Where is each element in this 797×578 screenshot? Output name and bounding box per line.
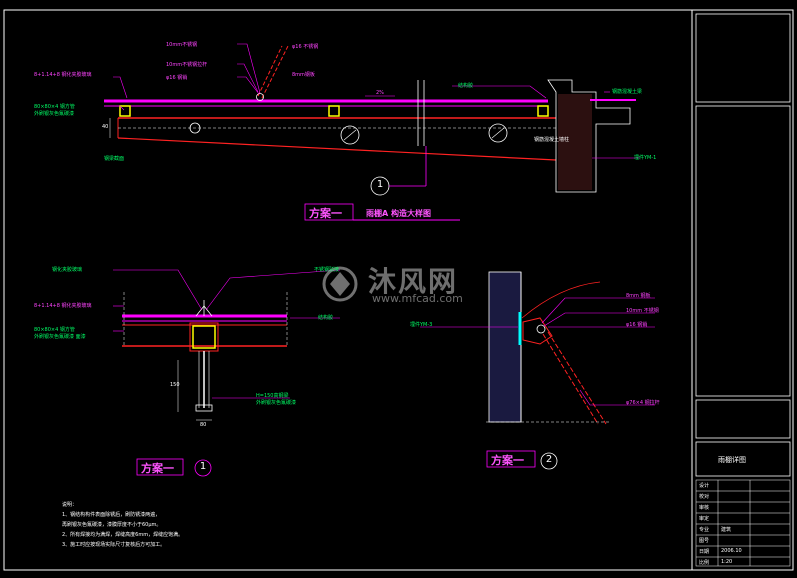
drawing-frame	[3, 9, 794, 571]
detail-a-dim-left: 40	[102, 124, 109, 130]
detail-b-label-right-top: 不锈钢驳接	[314, 267, 340, 273]
notes-item: 3、施工时应按现场实际尺寸复核后方可加工。	[62, 542, 166, 548]
detail-a-label-top-clip: 10mm不锈钢	[166, 42, 198, 48]
notes-item: 再刷银灰色氟碳漆，漆膜厚度不小于60μm。	[62, 522, 162, 528]
detail-c-scheme-label: 方案一	[491, 454, 524, 467]
detail-a-section	[104, 43, 640, 221]
detail-c-label-embed: 埋件YM-3	[410, 322, 433, 328]
detail-b-label-beam-bottom: H=150高钢梁	[256, 393, 289, 399]
notes-block: 说明： 1、钢结构构件表面除锈后，刷防锈漆两遍， 再刷银灰色氟碳漆，漆膜厚度不小…	[62, 500, 183, 550]
title-block-top-box	[695, 13, 791, 103]
tube-2	[328, 105, 340, 117]
detail-a-label-right-bottom: 埋件YM-1	[634, 155, 657, 161]
detail-a-label-edge: 结构胶	[458, 83, 474, 89]
detail-b-label-right-mid: 结构胶	[318, 315, 334, 321]
title-block-row-label: 比例	[699, 560, 710, 566]
detail-b-label-tube2: 外刷银灰色氟碳漆 面漆	[34, 334, 86, 340]
notes-item: 1、钢结构构件表面除锈后，刷防锈漆两遍，	[62, 512, 161, 518]
detail-a-label-glass: 8+1.14+8 钢化夹胶玻璃	[34, 72, 92, 78]
detail-c-label-pin: φ16 钢销	[626, 322, 648, 328]
tube-3	[537, 105, 549, 117]
detail-b-label-tube: 80×80×4 钢方管	[34, 327, 75, 333]
detail-c-label-bar: φ76×4 钢拉杆	[626, 400, 660, 406]
detail-a-label-right-note: 钢筋混凝土墙柱	[534, 137, 570, 143]
detail-b-label-left-top: 钢化夹胶玻璃	[52, 267, 83, 273]
notes-item: 2、所有焊接均为满焊，焊缝高度6mm，焊缝应饱满。	[62, 532, 184, 538]
title-block-info-box	[695, 399, 791, 439]
title-block-row-value: 1:20	[721, 559, 733, 565]
detail-b-marker-number: 1	[199, 461, 207, 472]
detail-a-slope: 2%	[376, 90, 384, 96]
watermark-logo-icon	[322, 266, 358, 302]
title-block-mid-box	[695, 105, 791, 397]
detail-a-label-plate: 8mm钢板	[292, 72, 315, 78]
detail-a-label-rod: φ16 不锈钢	[292, 44, 319, 50]
title-block-row-label: 校对	[699, 494, 710, 500]
watermark-url: www.mfcad.com	[372, 292, 463, 305]
detail-a-label-tube: 80×80×4 钢方管	[34, 104, 75, 110]
title-block-drawing-name: 雨棚详图	[718, 456, 746, 464]
notes-heading: 说明：	[62, 502, 78, 508]
detail-a-label-bottom-left: 钢梁截面	[104, 156, 125, 162]
title-block-row-label: 日期	[699, 549, 710, 555]
detail-a-label-pin: φ16 钢销	[166, 75, 188, 81]
watermark-text: 沐风网	[368, 265, 459, 298]
title-block-row-label: 审核	[699, 505, 710, 511]
detail-b-label-beam-bottom2: 外刷银灰色氟碳漆	[256, 400, 297, 406]
title-block-row-value: 2006.10	[721, 548, 742, 554]
detail-b-label-glass: 8+1.14+8 钢化夹胶玻璃	[34, 303, 92, 309]
detail-a-label-tube2: 外刷银灰色氟碳漆	[34, 111, 75, 117]
detail-c-marker-number: 2	[545, 454, 553, 465]
title-block-row-value: 建筑	[721, 527, 732, 533]
detail-a-label-top-clip2: 10mm不锈钢拉杆	[166, 62, 208, 68]
title-block-row-label: 审定	[699, 516, 710, 522]
tube-1	[119, 105, 131, 117]
detail-b-dim-h: 150	[170, 382, 180, 388]
detail-a-marker-number: 1	[376, 179, 384, 190]
detail-c-label-plate: 8mm 钢板	[626, 293, 651, 299]
title-block-name-box	[695, 441, 791, 477]
detail-c-section	[420, 271, 655, 470]
title-block-row-label: 图号	[699, 538, 710, 544]
detail-a-label-right-top: 钢筋混凝土梁	[612, 89, 643, 95]
detail-b-section	[113, 269, 341, 477]
detail-c-label-rod: 10mm 不锈钢	[626, 308, 659, 314]
detail-a-title: 雨棚A 构造大样图	[366, 209, 431, 218]
detail-a-scheme-label: 方案一	[309, 207, 342, 220]
title-block-row-label: 专业	[699, 527, 710, 533]
title-block-grid	[695, 479, 791, 567]
title-block-row-label: 设计	[699, 483, 710, 489]
detail-b-dim-w: 80	[200, 422, 207, 428]
detail-b-scheme-label: 方案一	[141, 462, 174, 475]
